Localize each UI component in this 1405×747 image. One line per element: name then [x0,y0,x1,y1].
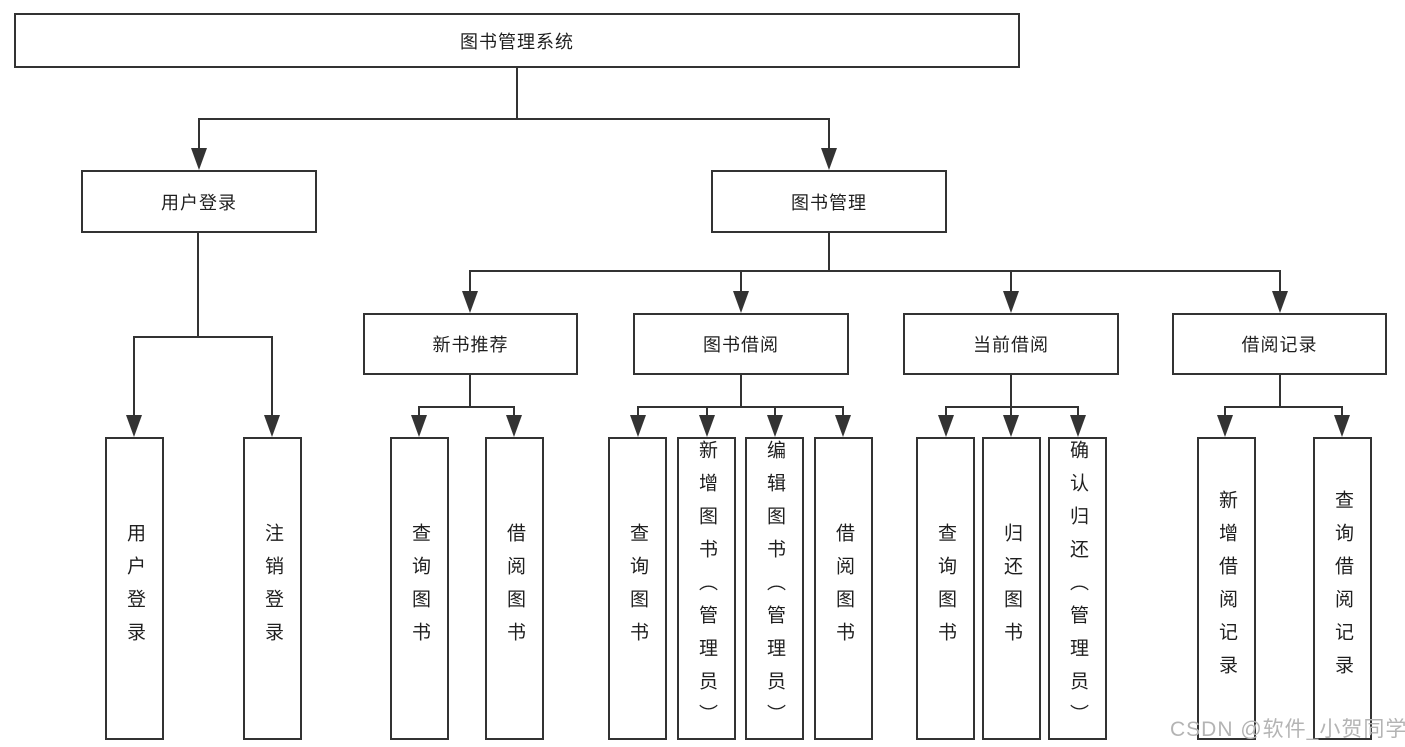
connector-line [1279,270,1281,291]
connector-line [198,118,200,152]
node-user-login: 用户登录 [81,170,317,233]
connector-line [198,118,830,120]
arrowhead-down-icon [264,415,280,437]
leaf-query-books-current: 查询图书 [916,437,975,740]
node-label: 图书借阅 [703,335,779,355]
node-new-book-recommendation: 新书推荐 [363,313,578,375]
arrowhead-down-icon [411,415,427,437]
connector-line [1077,406,1079,417]
connector-line [774,406,776,417]
connector-line [469,375,471,406]
connector-line [637,406,639,417]
connector-line [469,270,1281,272]
arrowhead-down-icon [462,291,478,313]
connector-line [197,233,199,336]
leaf-borrow-books-borrowing: 借阅图书 [814,437,873,740]
leaf-label: 归还图书 [1001,522,1022,655]
connector-line [1010,270,1012,291]
arrowhead-down-icon [1217,415,1233,437]
arrowhead-down-icon [938,415,954,437]
connector-line [828,233,830,270]
arrowhead-down-icon [835,415,851,437]
leaf-query-books-borrowing: 查询图书 [608,437,667,740]
arrowhead-down-icon [821,148,837,170]
node-label: 用户登录 [161,192,237,213]
connector-line [637,406,844,408]
connector-line [133,336,135,417]
leaf-user-login: 用户登录 [105,437,164,740]
csdn-watermark: CSDN @软件_小贺同学 [1170,718,1405,741]
connector-line [828,118,830,152]
leaf-label: 查询图书 [409,522,430,655]
leaf-confirm-return-admin: 确认归还（管理员） [1048,437,1107,740]
leaf-edit-book-admin: 编辑图书（管理员） [745,437,804,740]
connector-line [1224,406,1226,417]
connector-line [271,336,273,417]
arrowhead-down-icon [1272,291,1288,313]
node-label: 当前借阅 [973,335,1049,355]
connector-line [842,406,844,417]
arrowhead-down-icon [630,415,646,437]
arrowhead-down-icon [506,415,522,437]
node-book-borrowing: 图书借阅 [633,313,849,375]
connector-line [1279,375,1281,406]
arrowhead-down-icon [767,415,783,437]
connector-line [706,406,708,417]
arrowhead-down-icon [1003,415,1019,437]
leaf-add-book-admin: 新增图书（管理员） [677,437,736,740]
node-current-borrowing: 当前借阅 [903,313,1119,375]
connector-line [1341,406,1343,417]
node-label: 图书管理 [791,192,867,213]
leaf-label: 借阅图书 [833,522,854,655]
connector-line [945,406,947,417]
connector-line [1010,406,1012,417]
leaf-add-borrow-record: 新增借阅记录 [1197,437,1256,740]
connector-line [469,270,471,291]
connector-line [740,270,742,291]
connector-line [516,68,518,118]
leaf-label: 查询图书 [935,522,956,655]
leaf-label: 查询图书 [627,522,648,655]
arrowhead-down-icon [1334,415,1350,437]
connector-line [418,406,515,408]
node-borrowing-records: 借阅记录 [1172,313,1387,375]
connector-line [1010,375,1012,406]
arrowhead-down-icon [733,291,749,313]
leaf-label: 新增图书（管理员） [696,440,717,737]
leaf-label: 确认归还（管理员） [1067,440,1088,737]
leaf-return-books: 归还图书 [982,437,1041,740]
connector-line [133,336,273,338]
connector-line [945,406,1079,408]
connector-line [1224,406,1343,408]
arrowhead-down-icon [699,415,715,437]
connector-line [740,375,742,406]
leaf-label: 新增借阅记录 [1216,489,1237,688]
leaf-label: 用户登录 [124,522,145,655]
node-label: 新书推荐 [432,335,509,355]
connector-line [513,406,515,417]
arrowhead-down-icon [1070,415,1086,437]
arrowhead-down-icon [126,415,142,437]
node-label: 图书管理系统 [460,31,574,52]
leaf-borrow-books-recommend: 借阅图书 [485,437,544,740]
leaf-logout: 注销登录 [243,437,302,740]
connector-line [418,406,420,417]
leaf-query-books-recommend: 查询图书 [390,437,449,740]
leaf-label: 注销登录 [262,522,283,655]
leaf-query-borrow-record: 查询借阅记录 [1313,437,1372,740]
leaf-label: 借阅图书 [504,522,525,655]
arrowhead-down-icon [1003,291,1019,313]
node-label: 借阅记录 [1241,335,1318,355]
arrowhead-down-icon [191,148,207,170]
node-book-management-system: 图书管理系统 [14,13,1020,68]
leaf-label: 编辑图书（管理员） [764,440,785,737]
node-book-management: 图书管理 [711,170,947,233]
leaf-label: 查询借阅记录 [1332,489,1353,688]
